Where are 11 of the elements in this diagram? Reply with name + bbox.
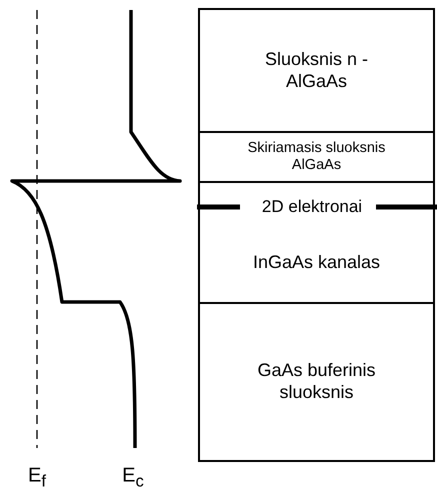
layer-box [198, 302, 435, 462]
layer-label: InGaAs kanalas [252, 252, 380, 274]
energy-level-label: E$_{c}$ [122, 464, 144, 492]
layer-box [198, 131, 435, 183]
layer-box [198, 181, 435, 304]
layer-label: Sluoksnis n - AlGaAs [264, 48, 370, 92]
electron-gas-label: 2D elektronai [262, 197, 362, 217]
layer-label: GaAs buferinis sluoksnis [256, 360, 377, 404]
layer-label: Skiriamasis sluoksnis AlGaAs [246, 140, 386, 174]
energy-level-label: E$_{f}$ [28, 464, 46, 492]
layer-box [198, 8, 435, 133]
